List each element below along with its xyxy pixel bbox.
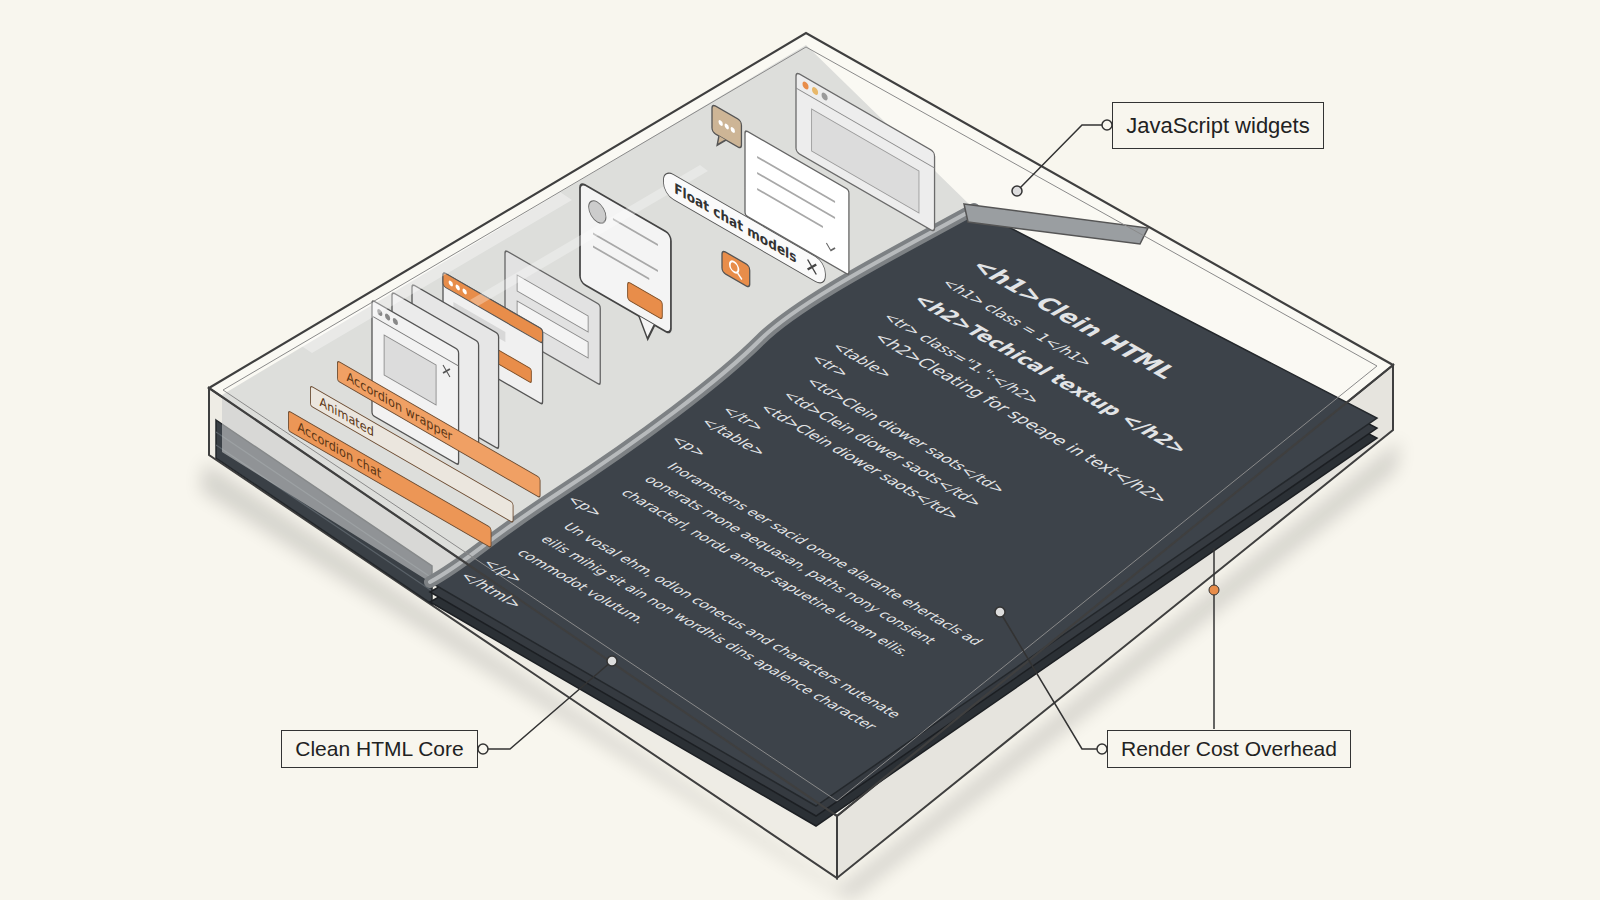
callout-label: Clean HTML Core bbox=[281, 730, 478, 768]
leader-line bbox=[1000, 612, 1102, 749]
bubble-tail bbox=[639, 316, 655, 343]
ok-button bbox=[497, 349, 532, 383]
window-dot bbox=[812, 86, 818, 97]
text-line bbox=[757, 189, 823, 227]
leader-dot bbox=[1012, 186, 1022, 196]
leader-line bbox=[483, 661, 612, 749]
chevron bbox=[826, 243, 835, 253]
leader-ring bbox=[1102, 120, 1112, 130]
lid-rim bbox=[223, 47, 1377, 801]
lid-outline bbox=[209, 33, 1393, 816]
magnifier-handle bbox=[738, 273, 742, 280]
window-dot bbox=[449, 280, 453, 288]
text-line bbox=[613, 219, 658, 245]
node-text: Clean HTML Core bbox=[295, 737, 463, 761]
search-button bbox=[722, 250, 750, 288]
leader-ring bbox=[478, 744, 488, 754]
node-text: Render Cost Overhead bbox=[1121, 737, 1337, 761]
leader-dot bbox=[607, 656, 617, 666]
callout-label: JavaScript widgets bbox=[1112, 102, 1324, 149]
window-dot bbox=[802, 80, 808, 91]
window-dot bbox=[822, 91, 828, 102]
leader-line bbox=[1213, 548, 1215, 729]
chat-dot bbox=[718, 119, 722, 127]
send-button bbox=[628, 282, 663, 320]
close-icon bbox=[443, 365, 450, 377]
html-sheet bbox=[430, 209, 1377, 806]
chat-tail bbox=[717, 135, 726, 150]
chat-dot bbox=[725, 123, 729, 131]
close-icon bbox=[807, 258, 817, 276]
glass-lid bbox=[209, 33, 1393, 816]
window-dot bbox=[385, 313, 390, 322]
chat-bubble bbox=[712, 104, 741, 149]
close-cross bbox=[808, 260, 817, 275]
window-dot bbox=[456, 284, 460, 292]
magnifier bbox=[730, 260, 739, 275]
chat-icon bbox=[712, 104, 741, 159]
node-text: JavaScript widgets bbox=[1126, 113, 1309, 139]
window-dot bbox=[462, 288, 466, 296]
callout-label: Render Cost Overhead bbox=[1107, 730, 1351, 768]
leader-line bbox=[1017, 125, 1107, 191]
text-line bbox=[593, 247, 649, 280]
window-dot bbox=[393, 317, 398, 326]
leader-dot bbox=[1209, 585, 1219, 595]
leader-ring bbox=[1097, 744, 1107, 754]
leader-dot bbox=[995, 607, 1005, 617]
button-face bbox=[722, 250, 750, 288]
chat-dot bbox=[731, 126, 735, 134]
